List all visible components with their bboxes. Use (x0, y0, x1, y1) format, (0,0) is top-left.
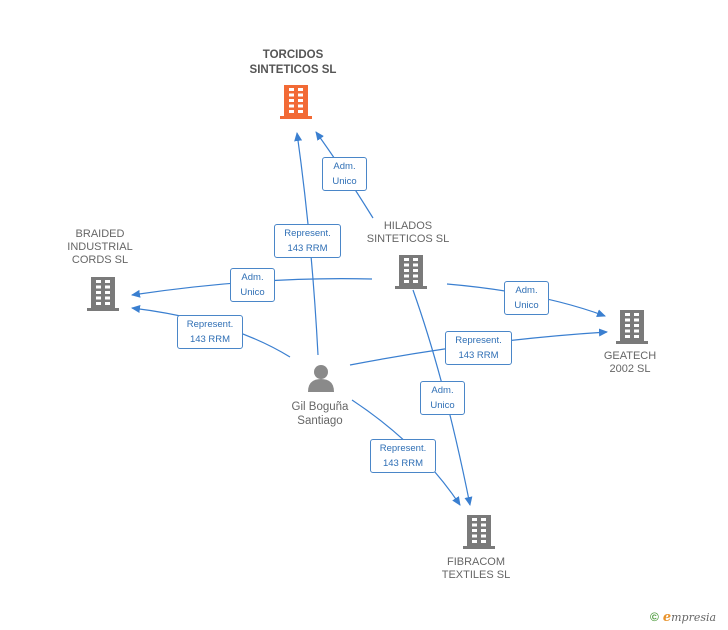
node-label-hilados[interactable]: HILADOS SINTETICOS SL (366, 220, 450, 245)
copyright-icon: © (650, 610, 659, 624)
node-label-person[interactable]: Gil Boguña Santiago (291, 401, 349, 427)
edge-label-hilados-fibracom: Adm. Unico (420, 381, 465, 415)
edge-label-person-torcidos: Represent. 143 RRM (274, 224, 341, 258)
node-label-braided[interactable]: BRAIDED INDUSTRIAL CORDS SL (67, 228, 133, 266)
building-icon[interactable] (616, 310, 648, 344)
building-icon[interactable] (280, 85, 312, 119)
building-icon[interactable] (463, 515, 495, 549)
brand-logo: empresia (662, 610, 717, 625)
person-icon[interactable] (308, 365, 334, 392)
building-icon[interactable] (87, 277, 119, 311)
edge-label-person-geatech: Represent. 143 RRM (445, 331, 512, 365)
node-label-geatech[interactable]: GEATECH 2002 SL (603, 350, 657, 375)
edge-label-person-fibracom: Represent. 143 RRM (370, 439, 436, 473)
edge-label-hilados-braided: Adm. Unico (230, 268, 275, 302)
edge-label-hilados-torcidos: Adm. Unico (322, 157, 367, 191)
node-label-torcidos[interactable]: TORCIDOS SINTETICOS SL (249, 49, 337, 76)
edge-label-person-braided: Represent. 143 RRM (177, 315, 243, 349)
footer-brand: ©empresia (650, 610, 716, 625)
building-icon[interactable] (395, 255, 427, 289)
node-label-fibracom[interactable]: FIBRACOM TEXTILES SL (441, 556, 511, 581)
edge-label-hilados-geatech: Adm. Unico (504, 281, 549, 315)
